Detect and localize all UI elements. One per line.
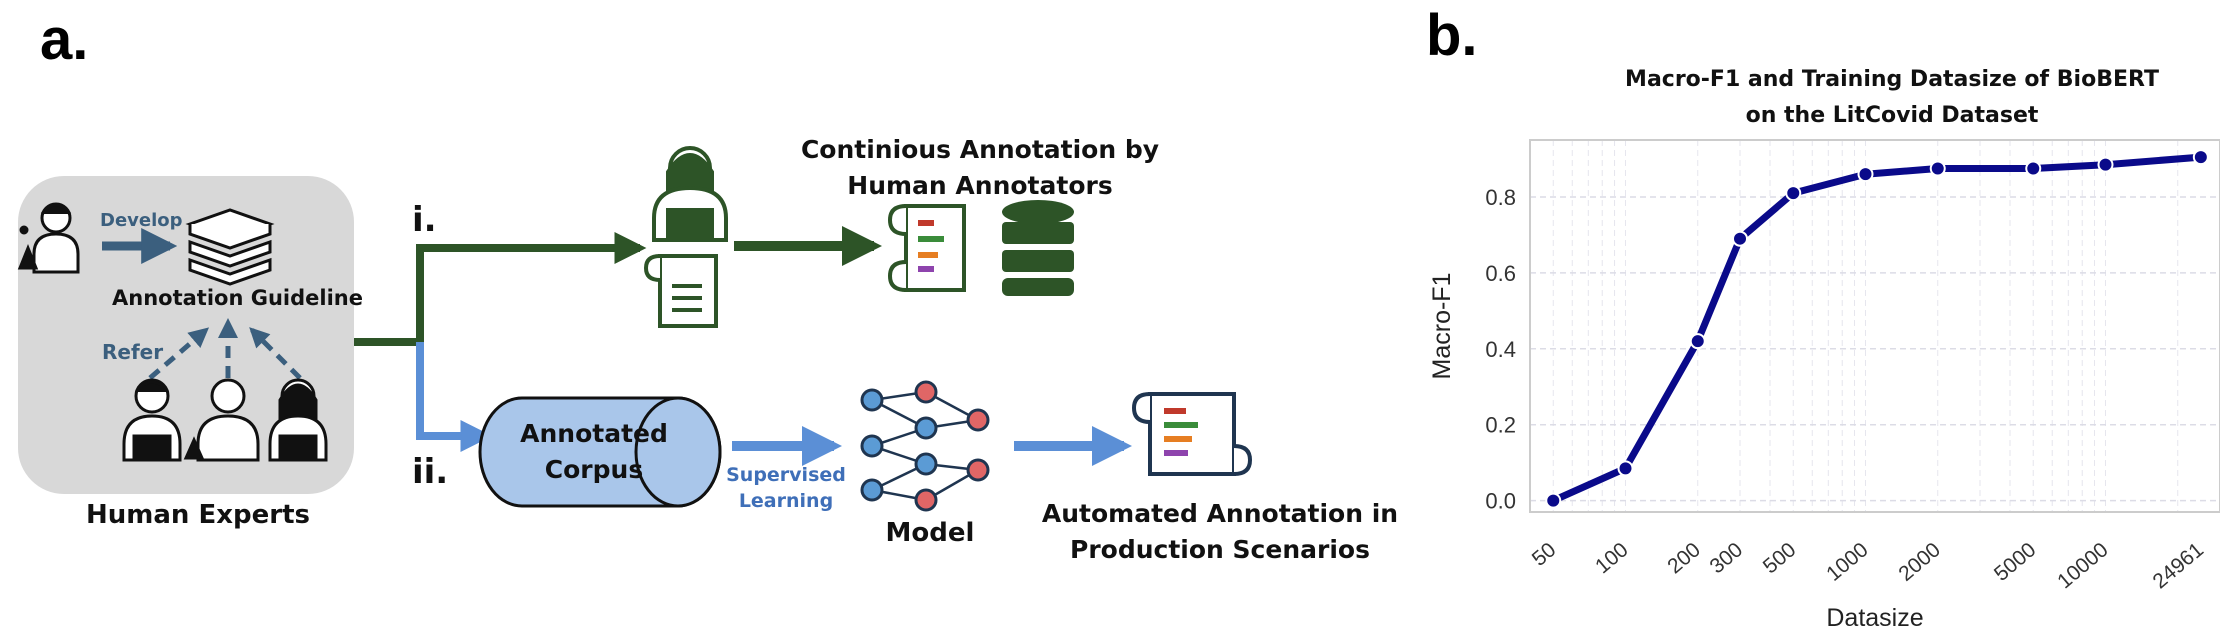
data-point bbox=[1617, 460, 1634, 477]
series-line bbox=[1549, 153, 2205, 505]
data-point bbox=[1929, 160, 1946, 177]
x-tick-label: 10000 bbox=[2053, 538, 2113, 593]
plot-frame bbox=[1529, 139, 2220, 513]
supervised-line-1: Supervised bbox=[726, 464, 846, 486]
x-tick-label: 5000 bbox=[1990, 538, 2041, 586]
branch-ii-label: ii. bbox=[412, 452, 449, 492]
supervised-learning-label: Supervised Learning bbox=[716, 462, 856, 514]
x-tick-label: 1000 bbox=[1822, 538, 1873, 586]
expert-scientist-icon bbox=[183, 378, 260, 462]
continuous-line-1: Continious Annotation by bbox=[800, 135, 1160, 164]
y-tick-label: 0.2 bbox=[1485, 413, 1516, 438]
y-tick-label: 0.0 bbox=[1485, 489, 1516, 514]
chart-grid bbox=[1529, 140, 2220, 512]
books-icon bbox=[185, 208, 275, 286]
x-tick-label: 100 bbox=[1591, 538, 1633, 578]
model-label: Model bbox=[885, 518, 975, 548]
automated-annotation-label: Automated Annotation in Production Scena… bbox=[1030, 496, 1410, 568]
x-tick-label: 24961 bbox=[2149, 538, 2209, 593]
chart-title-line-1: Macro-F1 and Training Datasize of BioBER… bbox=[1625, 67, 2159, 92]
data-point bbox=[2097, 156, 2114, 173]
annotator-icon bbox=[643, 146, 728, 328]
data-point bbox=[1732, 230, 1749, 247]
workflow-diagram bbox=[17, 146, 1253, 512]
refer-label: Refer bbox=[102, 340, 164, 364]
corpus-line-2: Corpus bbox=[544, 455, 644, 484]
x-tick-label: 2000 bbox=[1894, 538, 1945, 586]
automated-line-1: Automated Annotation in bbox=[1041, 499, 1399, 528]
experts-box bbox=[18, 176, 354, 494]
x-tick-label: 500 bbox=[1759, 538, 1801, 578]
automated-doc-icon bbox=[1131, 392, 1253, 476]
develop-label: Develop bbox=[100, 210, 183, 231]
expert-coder-icon bbox=[122, 378, 182, 462]
supervised-line-2: Learning bbox=[738, 490, 834, 512]
annotated-doc-icon bbox=[887, 204, 966, 292]
data-point bbox=[1785, 185, 1802, 202]
data-point bbox=[1857, 166, 1874, 183]
x-axis-label: Datasize bbox=[1826, 604, 1923, 628]
y-tick-label: 0.4 bbox=[1485, 337, 1516, 362]
guideline-label: Annotation Guideline bbox=[112, 286, 363, 310]
database-icon bbox=[1002, 200, 1074, 296]
data-point bbox=[1689, 333, 1706, 350]
scientist-icon bbox=[17, 202, 80, 274]
expert-woman-coder-icon bbox=[268, 378, 328, 462]
neural-network-icon bbox=[860, 380, 990, 512]
data-point bbox=[2025, 160, 2042, 177]
corpus-label: Annotated Corpus bbox=[484, 416, 704, 488]
panel-b-label: b. bbox=[1426, 3, 1478, 68]
y-tick-label: 0.8 bbox=[1485, 185, 1516, 210]
y-axis-label: Macro-F1 bbox=[1428, 273, 1456, 380]
data-point bbox=[2192, 149, 2209, 166]
automated-line-2: Production Scenarios bbox=[1070, 535, 1370, 564]
corpus-line-1: Annotated bbox=[520, 419, 668, 448]
x-tick-label: 200 bbox=[1663, 538, 1705, 578]
x-tick-label: 50 bbox=[1528, 538, 1561, 571]
annotated-corpus-cylinder bbox=[478, 396, 722, 508]
y-axis-ticks: 0.0 0.2 0.4 0.6 0.8 bbox=[1485, 185, 1516, 514]
data-point bbox=[1545, 492, 1562, 509]
refer-arrows bbox=[148, 318, 302, 380]
x-tick-label: 300 bbox=[1706, 538, 1748, 578]
flow-lines bbox=[354, 232, 647, 452]
continuous-line-2: Human Annotators bbox=[847, 171, 1113, 200]
y-tick-label: 0.6 bbox=[1485, 261, 1516, 286]
experts-label: Human Experts bbox=[86, 500, 310, 530]
continuous-annotation-label: Continious Annotation by Human Annotator… bbox=[770, 132, 1190, 204]
panel-a-label: a. bbox=[40, 7, 89, 72]
chart-title-line-2: on the LitCovid Dataset bbox=[1746, 103, 2039, 128]
branch-i-label: i. bbox=[412, 200, 437, 240]
series-points bbox=[1545, 149, 2209, 509]
macro-f1-line-chart: Macro-F1 and Training Datasize of BioBER… bbox=[1428, 67, 2220, 628]
